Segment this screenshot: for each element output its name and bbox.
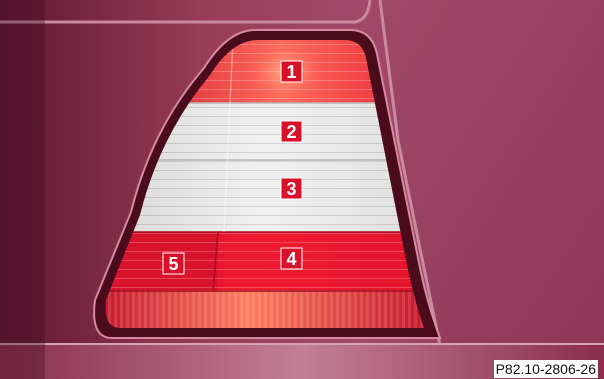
body-recess-shadow xyxy=(0,0,45,379)
callout-3: 3 xyxy=(281,178,302,199)
figure-reference-code: P82.10-2806-26 xyxy=(494,360,598,378)
callout-2: 2 xyxy=(281,121,302,142)
svg-text:5: 5 xyxy=(168,254,178,274)
svg-text:3: 3 xyxy=(286,179,296,199)
svg-text:1: 1 xyxy=(286,62,296,82)
callout-4: 4 xyxy=(281,248,302,269)
svg-text:2: 2 xyxy=(286,122,296,142)
callout-1: 1 xyxy=(281,61,302,82)
svg-text:4: 4 xyxy=(286,249,296,269)
callout-5: 5 xyxy=(163,253,184,274)
